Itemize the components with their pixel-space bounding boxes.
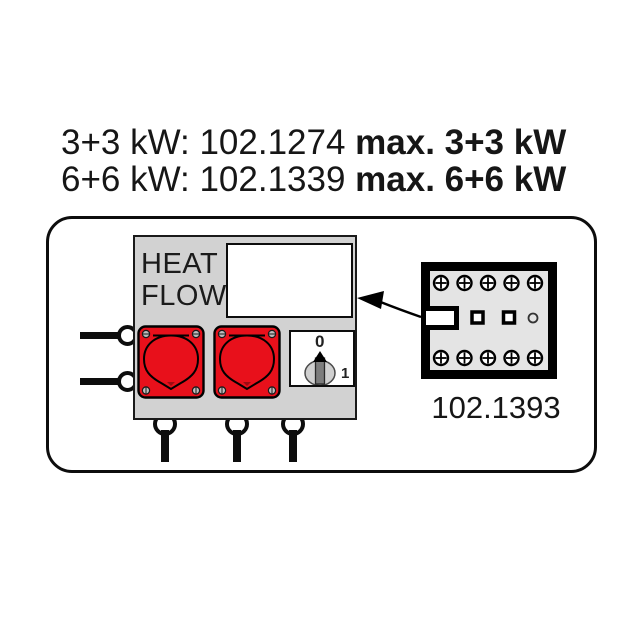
part-number-label: 102.1393 <box>431 390 561 425</box>
output-cable-2 <box>233 430 241 462</box>
header-line-2-code: 6+6 kW: 102.1339 <box>61 160 356 199</box>
terminal-square-contact-2 <box>501 310 517 325</box>
header-line-2-max: max. 6+6 kW <box>355 160 567 199</box>
header-line-2: 6+6 kW: 102.1339 max. 6+6 kW <box>61 161 566 198</box>
control-panel: HEAT FLOW 0 1 <box>133 235 357 420</box>
heat-flow-label: HEAT FLOW <box>141 248 227 312</box>
terminal-notch <box>421 306 459 330</box>
rotary-switch: 0 1 <box>289 330 355 387</box>
header-line-1-code: 3+3 kW: 102.1274 <box>61 123 356 162</box>
output-cable-1 <box>161 430 169 462</box>
terminal-block <box>421 262 557 379</box>
display-window <box>226 243 353 318</box>
header-line-1-max: max. 3+3 kW <box>355 123 567 162</box>
pointer-arrow-icon <box>357 291 422 319</box>
diagram-frame <box>46 216 597 473</box>
cee-socket-right <box>213 325 281 399</box>
terminal-square-contact-1 <box>470 310 485 325</box>
heat-flow-label-line2: FLOW <box>141 280 227 312</box>
heat-flow-label-line1: HEAT <box>141 248 219 280</box>
supply-cable-bottom <box>80 378 120 385</box>
output-cable-3 <box>289 430 297 462</box>
header-caption: 3+3 kW: 102.1274 max. 3+3 kW 6+6 kW: 102… <box>61 124 566 198</box>
header-line-1: 3+3 kW: 102.1274 max. 3+3 kW <box>61 124 566 161</box>
switch-position-0-label: 0 <box>315 332 325 351</box>
terminal-round-contact <box>527 312 539 324</box>
switch-knob-icon <box>304 351 336 385</box>
switch-position-1-label: 1 <box>341 365 350 382</box>
cee-socket-left <box>137 325 205 399</box>
supply-cable-top <box>80 332 120 339</box>
